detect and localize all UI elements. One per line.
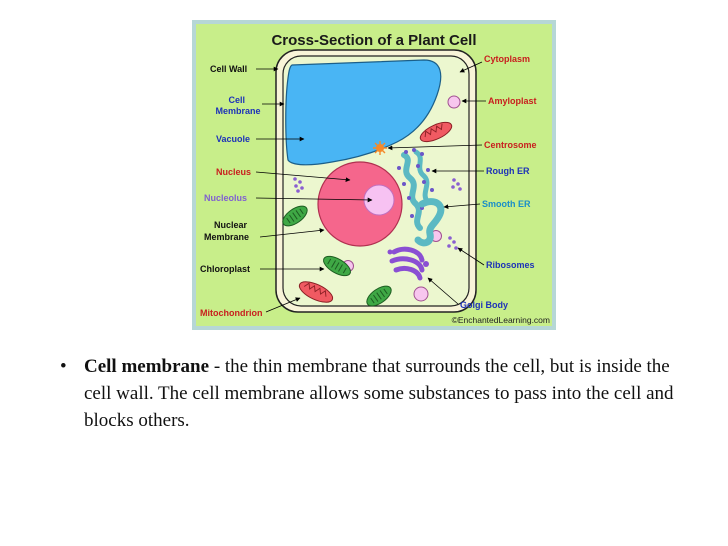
bullet-term: Cell membrane bbox=[84, 356, 210, 377]
mitochondrion bbox=[298, 281, 334, 303]
centrosome bbox=[373, 141, 387, 155]
label-chloroplast: Chloroplast bbox=[200, 264, 250, 274]
bullet-description: - the thin membrane that surrounds the c… bbox=[84, 356, 674, 431]
pointer-mitochondrion bbox=[265, 297, 301, 313]
plant-cell-diagram: Cross-Section of a Plant Cell bbox=[192, 20, 556, 330]
label-golgi-body: Golgi Body bbox=[460, 300, 508, 310]
pointer-ribosomes bbox=[457, 247, 485, 266]
amyloplast bbox=[413, 286, 429, 302]
label-cell-membrane: Cell Membrane bbox=[215, 95, 260, 116]
label-smooth-er: Smooth ER bbox=[482, 199, 531, 209]
amyloplast bbox=[447, 95, 461, 109]
golgi-body bbox=[387, 246, 429, 281]
pointer-centrosome bbox=[387, 144, 483, 151]
chloroplast bbox=[282, 205, 308, 227]
pointer-cytoplasm bbox=[459, 61, 483, 73]
bullet-point: • Cell membrane - the thin membrane that… bbox=[60, 353, 680, 434]
bullet-text: Cell membrane - the thin membrane that s… bbox=[84, 353, 680, 434]
label-nuclear-membrane: Nuclear Membrane bbox=[204, 220, 250, 242]
mitochondrion bbox=[419, 121, 453, 143]
label-mitochondrion: Mitochondrion bbox=[200, 308, 263, 318]
pointer-nucleolus bbox=[255, 197, 373, 203]
vacuole bbox=[285, 59, 442, 166]
label-nucleus: Nucleus bbox=[216, 167, 251, 177]
nucleus bbox=[317, 161, 403, 247]
smooth-er bbox=[414, 198, 445, 247]
chloroplast bbox=[366, 285, 392, 307]
bullet-marker: • bbox=[60, 356, 67, 377]
label-nucleolus: Nucleolus bbox=[204, 193, 247, 203]
label-ribosomes: Ribosomes bbox=[486, 260, 535, 270]
pointer-nucleus bbox=[255, 171, 351, 183]
pointer-golgi-body bbox=[427, 277, 459, 305]
pointer-nuclear-membrane bbox=[259, 228, 325, 238]
pointer-smooth-er bbox=[443, 203, 481, 210]
label-cell-wall: Cell Wall bbox=[210, 64, 247, 74]
diagram-credit: ©EnchantedLearning.com bbox=[452, 315, 550, 325]
diagram-canvas: Cross-Section of a Plant Cell bbox=[192, 20, 556, 330]
chloroplast bbox=[323, 255, 351, 277]
label-centrosome: Centrosome bbox=[484, 140, 537, 150]
label-vacuole: Vacuole bbox=[216, 134, 250, 144]
diagram-title: Cross-Section of a Plant Cell bbox=[271, 32, 476, 49]
ribosomes bbox=[293, 177, 462, 250]
label-rough-er: Rough ER bbox=[486, 166, 530, 176]
label-amyloplast: Amyloplast bbox=[488, 96, 537, 106]
label-cytoplasm: Cytoplasm bbox=[484, 54, 530, 64]
rough-er bbox=[397, 148, 434, 231]
